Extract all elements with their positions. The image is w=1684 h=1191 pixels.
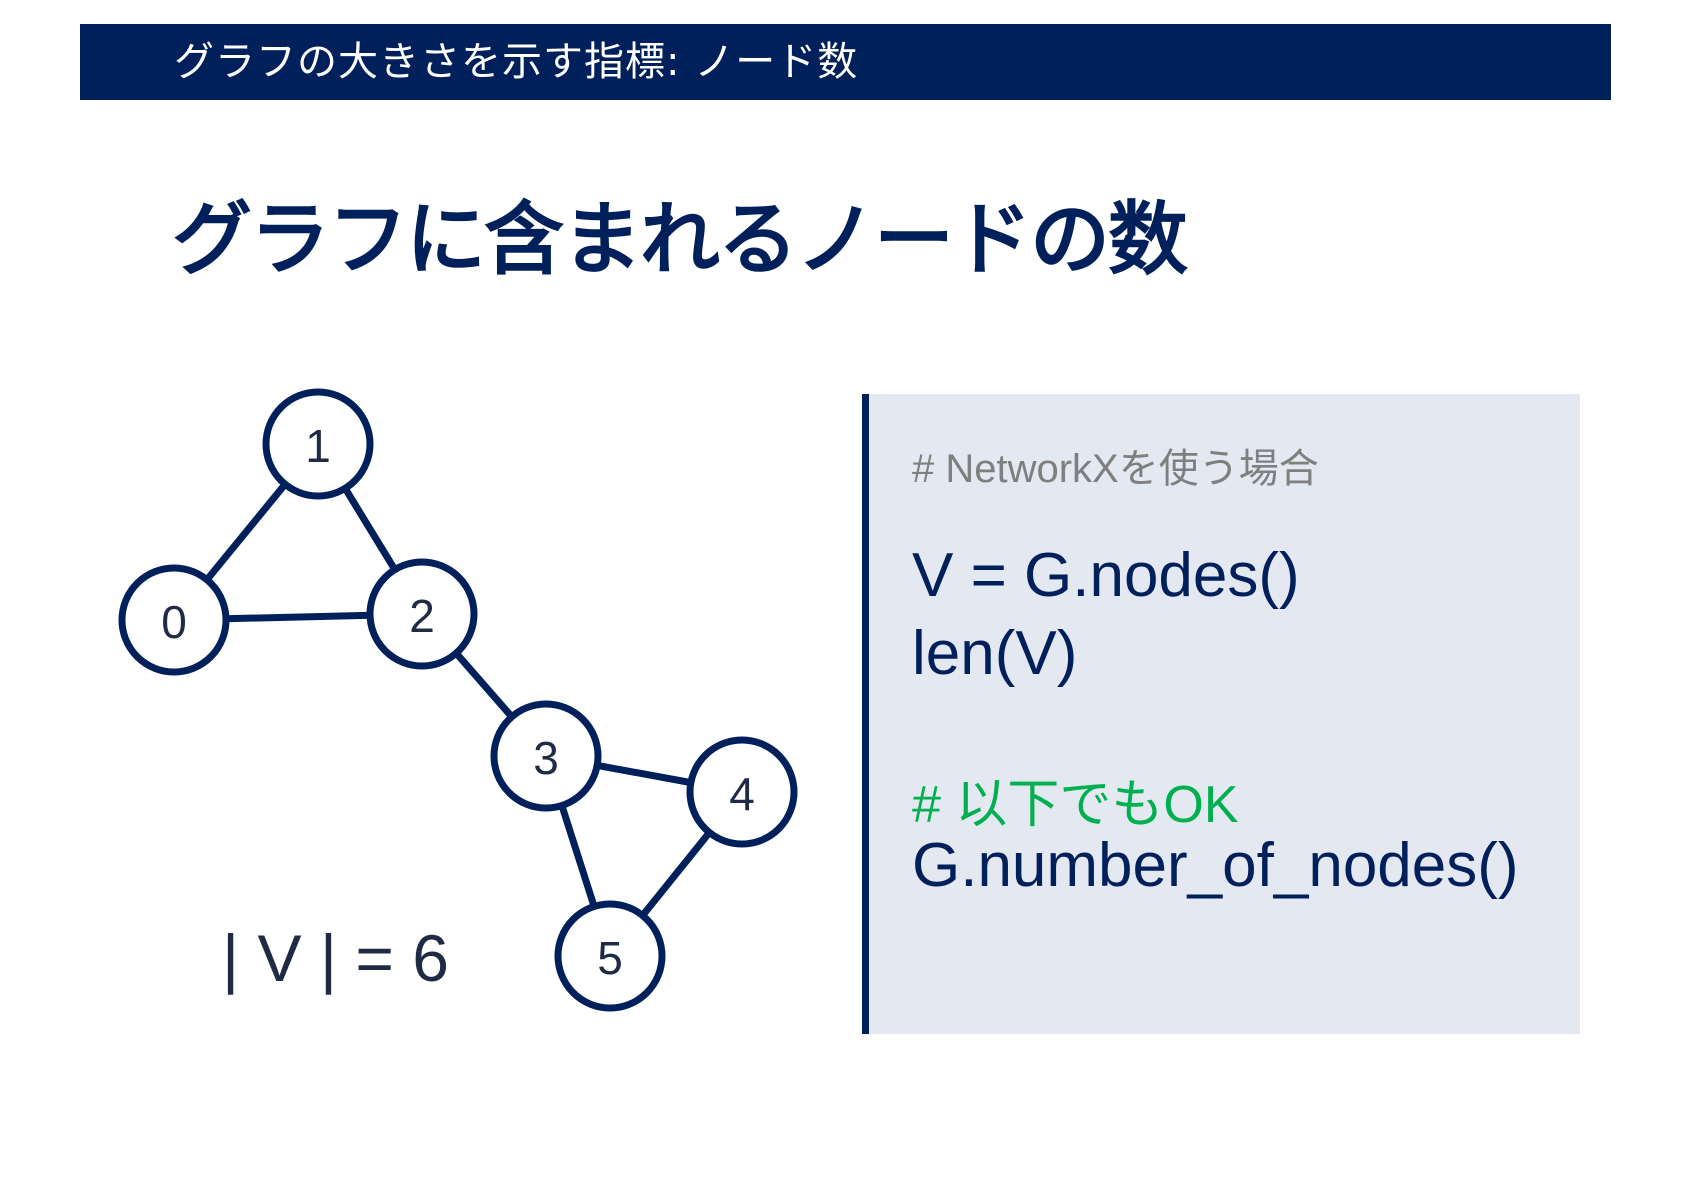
code-line-nodes: V = G.nodes() — [912, 541, 1300, 610]
code-line-len: len(V) — [912, 619, 1078, 688]
node-count-formula: | V | = 6 — [222, 921, 449, 995]
node-4: 4 — [686, 736, 798, 848]
node-label-0: 0 — [161, 596, 187, 648]
graph-edges — [170, 440, 746, 960]
node-2: 2 — [366, 558, 478, 670]
node-0: 0 — [118, 564, 230, 676]
node-circle-3 — [490, 700, 602, 812]
code-panel — [862, 394, 1580, 1034]
node-circle-1 — [262, 388, 374, 500]
node-1: 1 — [262, 388, 374, 500]
node-label-4: 4 — [729, 768, 755, 820]
node-label-2: 2 — [409, 590, 435, 642]
code-panel-border — [862, 394, 869, 1034]
page-title: グラフに含まれるノードの数 — [172, 193, 1188, 286]
header-bar: グラフの大きさを示す指標: ノード数 — [80, 24, 1611, 100]
node-5: 5 — [554, 900, 666, 1012]
node-label-1: 1 — [305, 420, 331, 472]
node-3: 3 — [490, 700, 602, 812]
node-label-5: 5 — [597, 932, 623, 984]
node-circle-2 — [366, 558, 478, 670]
node-label-3: 3 — [533, 732, 559, 784]
node-circle-0 — [118, 564, 230, 676]
header-title: グラフの大きさを示す指標: ノード数 — [174, 39, 859, 85]
graph-nodes: 0 1 2 3 4 5 — [118, 388, 798, 1012]
node-circle-4 — [686, 736, 798, 848]
code-line-number-of-nodes: G.number_of_nodes() — [912, 831, 1519, 900]
code-comment-networkx: # NetworkXを使う場合 — [912, 447, 1319, 491]
node-circle-5 — [554, 900, 666, 1012]
code-comment-alternative: # 以下でもOK — [912, 776, 1239, 834]
